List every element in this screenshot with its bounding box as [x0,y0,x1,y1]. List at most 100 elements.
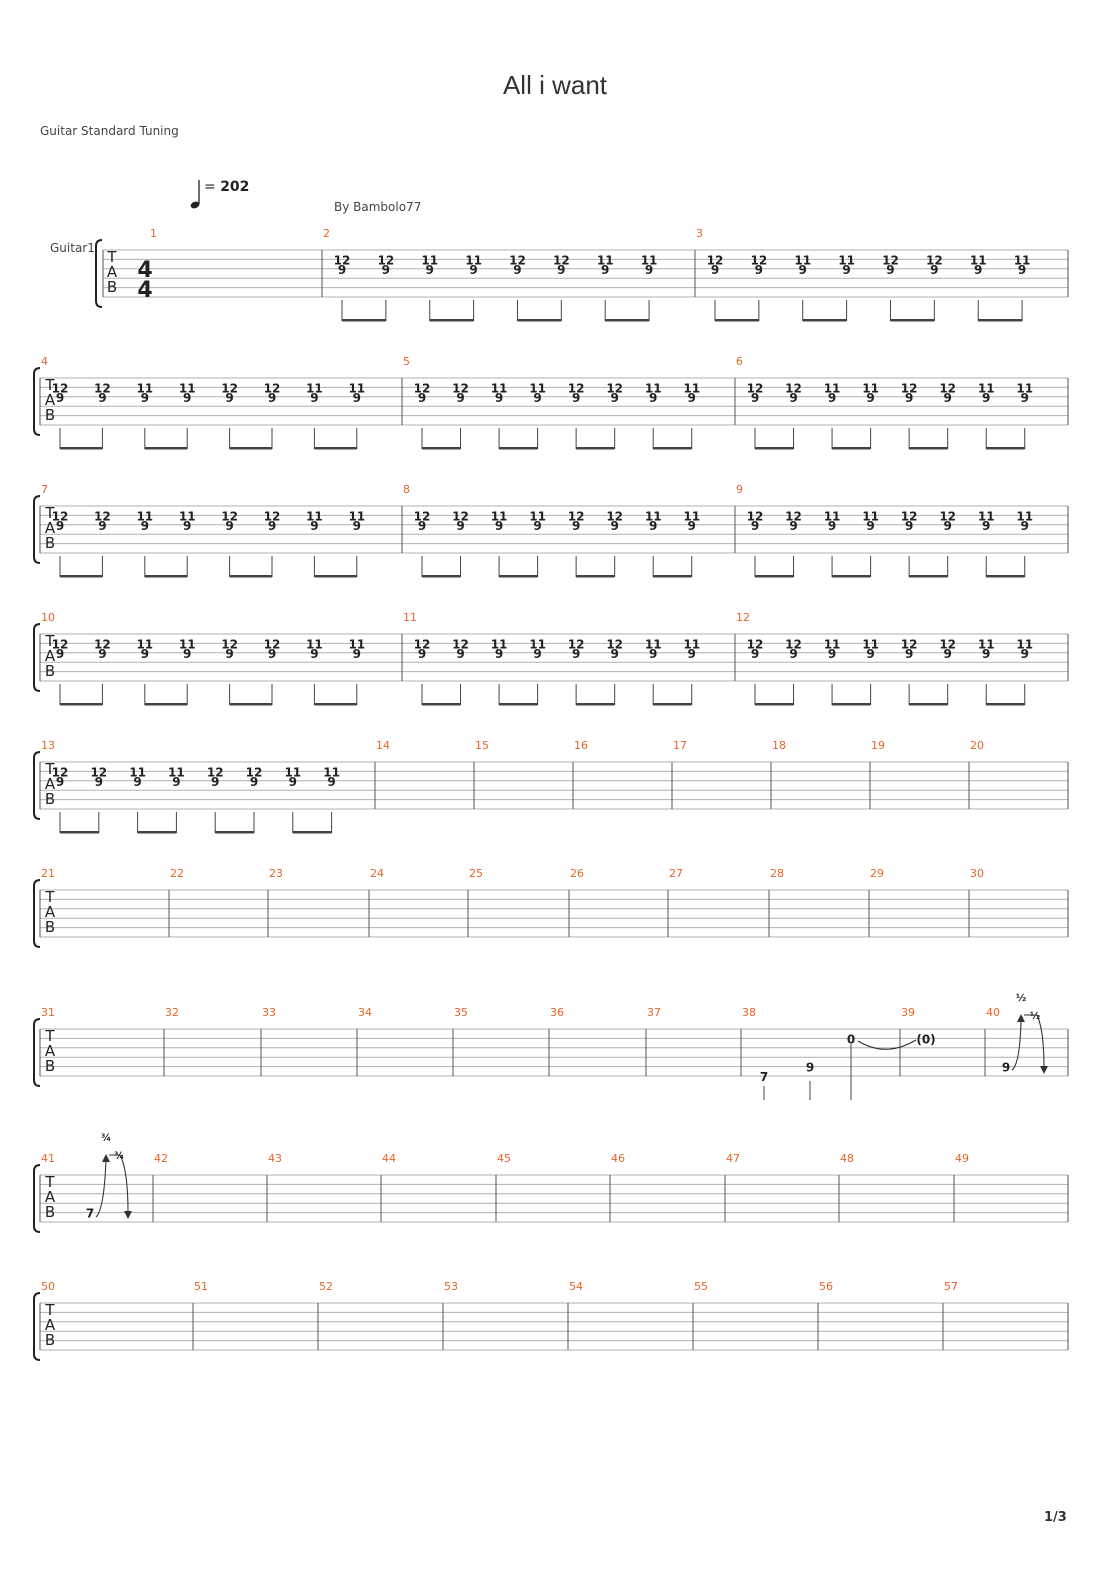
fret-number: 12 [568,509,585,523]
note-beam [60,831,99,834]
fret-number: 9 [141,391,149,405]
note-beam [576,575,615,578]
measure-number: 7 [41,483,48,496]
fret-number: 9 [56,519,64,533]
note-beam [144,703,188,706]
fret-number: 12 [94,637,111,651]
note-beam [229,703,272,706]
measure-number: 26 [570,867,584,880]
note-beam [499,575,538,578]
fret-number: 9 [828,519,836,533]
fret-number: 9 [456,391,464,405]
measure-number: 9 [736,483,743,496]
system-bracket [33,367,41,436]
fret-number: 9 [98,647,106,661]
fret-number: 9 [183,519,191,533]
fret-number: 9 [310,391,318,405]
fret-number: 9 [649,391,657,405]
measure-number: 12 [736,611,750,624]
fret-number: 12 [90,765,107,779]
system-bracket [33,1018,41,1087]
fret-number: 9 [799,263,807,277]
fret-number: 11 [136,381,153,395]
fret-number: 9 [982,391,990,405]
release-curve [119,1154,129,1214]
release-arrowhead [124,1211,132,1219]
fret-number: 9 [310,647,318,661]
fret-number: 9 [905,519,913,533]
note-beam [576,447,615,450]
fret-number: 9 [905,391,913,405]
note-beam [832,447,871,450]
note-beam [517,319,562,322]
fret-number: 11 [491,509,508,523]
fret-number: 9 [418,519,426,533]
fret-number: 9 [905,647,913,661]
fret-number: 12 [52,509,69,523]
fret-number: 12 [785,381,802,395]
tab-clef-letter: B [45,1203,55,1221]
fret-number: 12 [52,637,69,651]
fret-number: 9 [225,647,233,661]
fret-number: 9 [141,647,149,661]
fret-number: 9 [943,391,951,405]
tab-clef-letter: A [45,391,56,409]
measure-number: 24 [370,867,384,880]
fret-number: 9 [250,775,258,789]
measure-number: 36 [550,1006,564,1019]
note-beam [342,319,386,322]
fret-number: 9 [789,519,797,533]
fret-number: 9 [141,519,149,533]
fret-number: 9 [1002,1061,1010,1075]
measure-number: 10 [41,611,55,624]
note-beam [755,575,794,578]
note-beam [605,319,650,322]
measure-number: 44 [382,1152,396,1165]
system-bracket [95,239,103,308]
tab-clef-letter: B [107,278,117,296]
fret-number: 9 [974,263,982,277]
bend-arrowhead [1017,1014,1025,1022]
note-beam [755,703,794,706]
measure-number: 5 [403,355,410,368]
fret-number: 9 [338,263,346,277]
measure-number: 35 [454,1006,468,1019]
fret-number: 11 [306,637,323,651]
measure-number: 38 [742,1006,756,1019]
note-beam [499,447,538,450]
tab-clef-letter: T [44,1301,55,1319]
note-beam [292,831,332,834]
fret-number: 11 [683,509,700,523]
fret-number: 0 [847,1032,855,1046]
measure-number: 29 [870,867,884,880]
fret-number: 9 [495,391,503,405]
tab-clef-letter: T [44,632,55,650]
measure-number: 14 [376,739,390,752]
fret-number: 9 [688,391,696,405]
fret-number: 11 [529,381,546,395]
measure-number: 50 [41,1280,55,1293]
fret-number: 9 [456,519,464,533]
note-beam [429,319,474,322]
fret-number: 12 [926,253,943,267]
tab-clef-letter: A [45,903,56,921]
fret-number: 9 [610,647,618,661]
fret-number: 12 [751,253,768,267]
tuning-label: Guitar Standard Tuning [40,124,179,138]
fret-number: 9 [225,391,233,405]
fret-number: 11 [683,381,700,395]
measure-number: 25 [469,867,483,880]
note-beam [137,831,177,834]
note-beam [60,703,103,706]
fret-number: 11 [862,509,879,523]
fret-number: 9 [610,391,618,405]
note-beam [215,831,254,834]
measure-number: 1 [150,227,157,240]
fret-number: 11 [978,381,995,395]
fret-number: 9 [533,647,541,661]
tab-clef-letter: B [45,790,55,808]
fret-number: 9 [688,647,696,661]
fret-number: 11 [1014,253,1031,267]
fret-number: 9 [751,391,759,405]
tab-clef-letter: B [45,534,55,552]
